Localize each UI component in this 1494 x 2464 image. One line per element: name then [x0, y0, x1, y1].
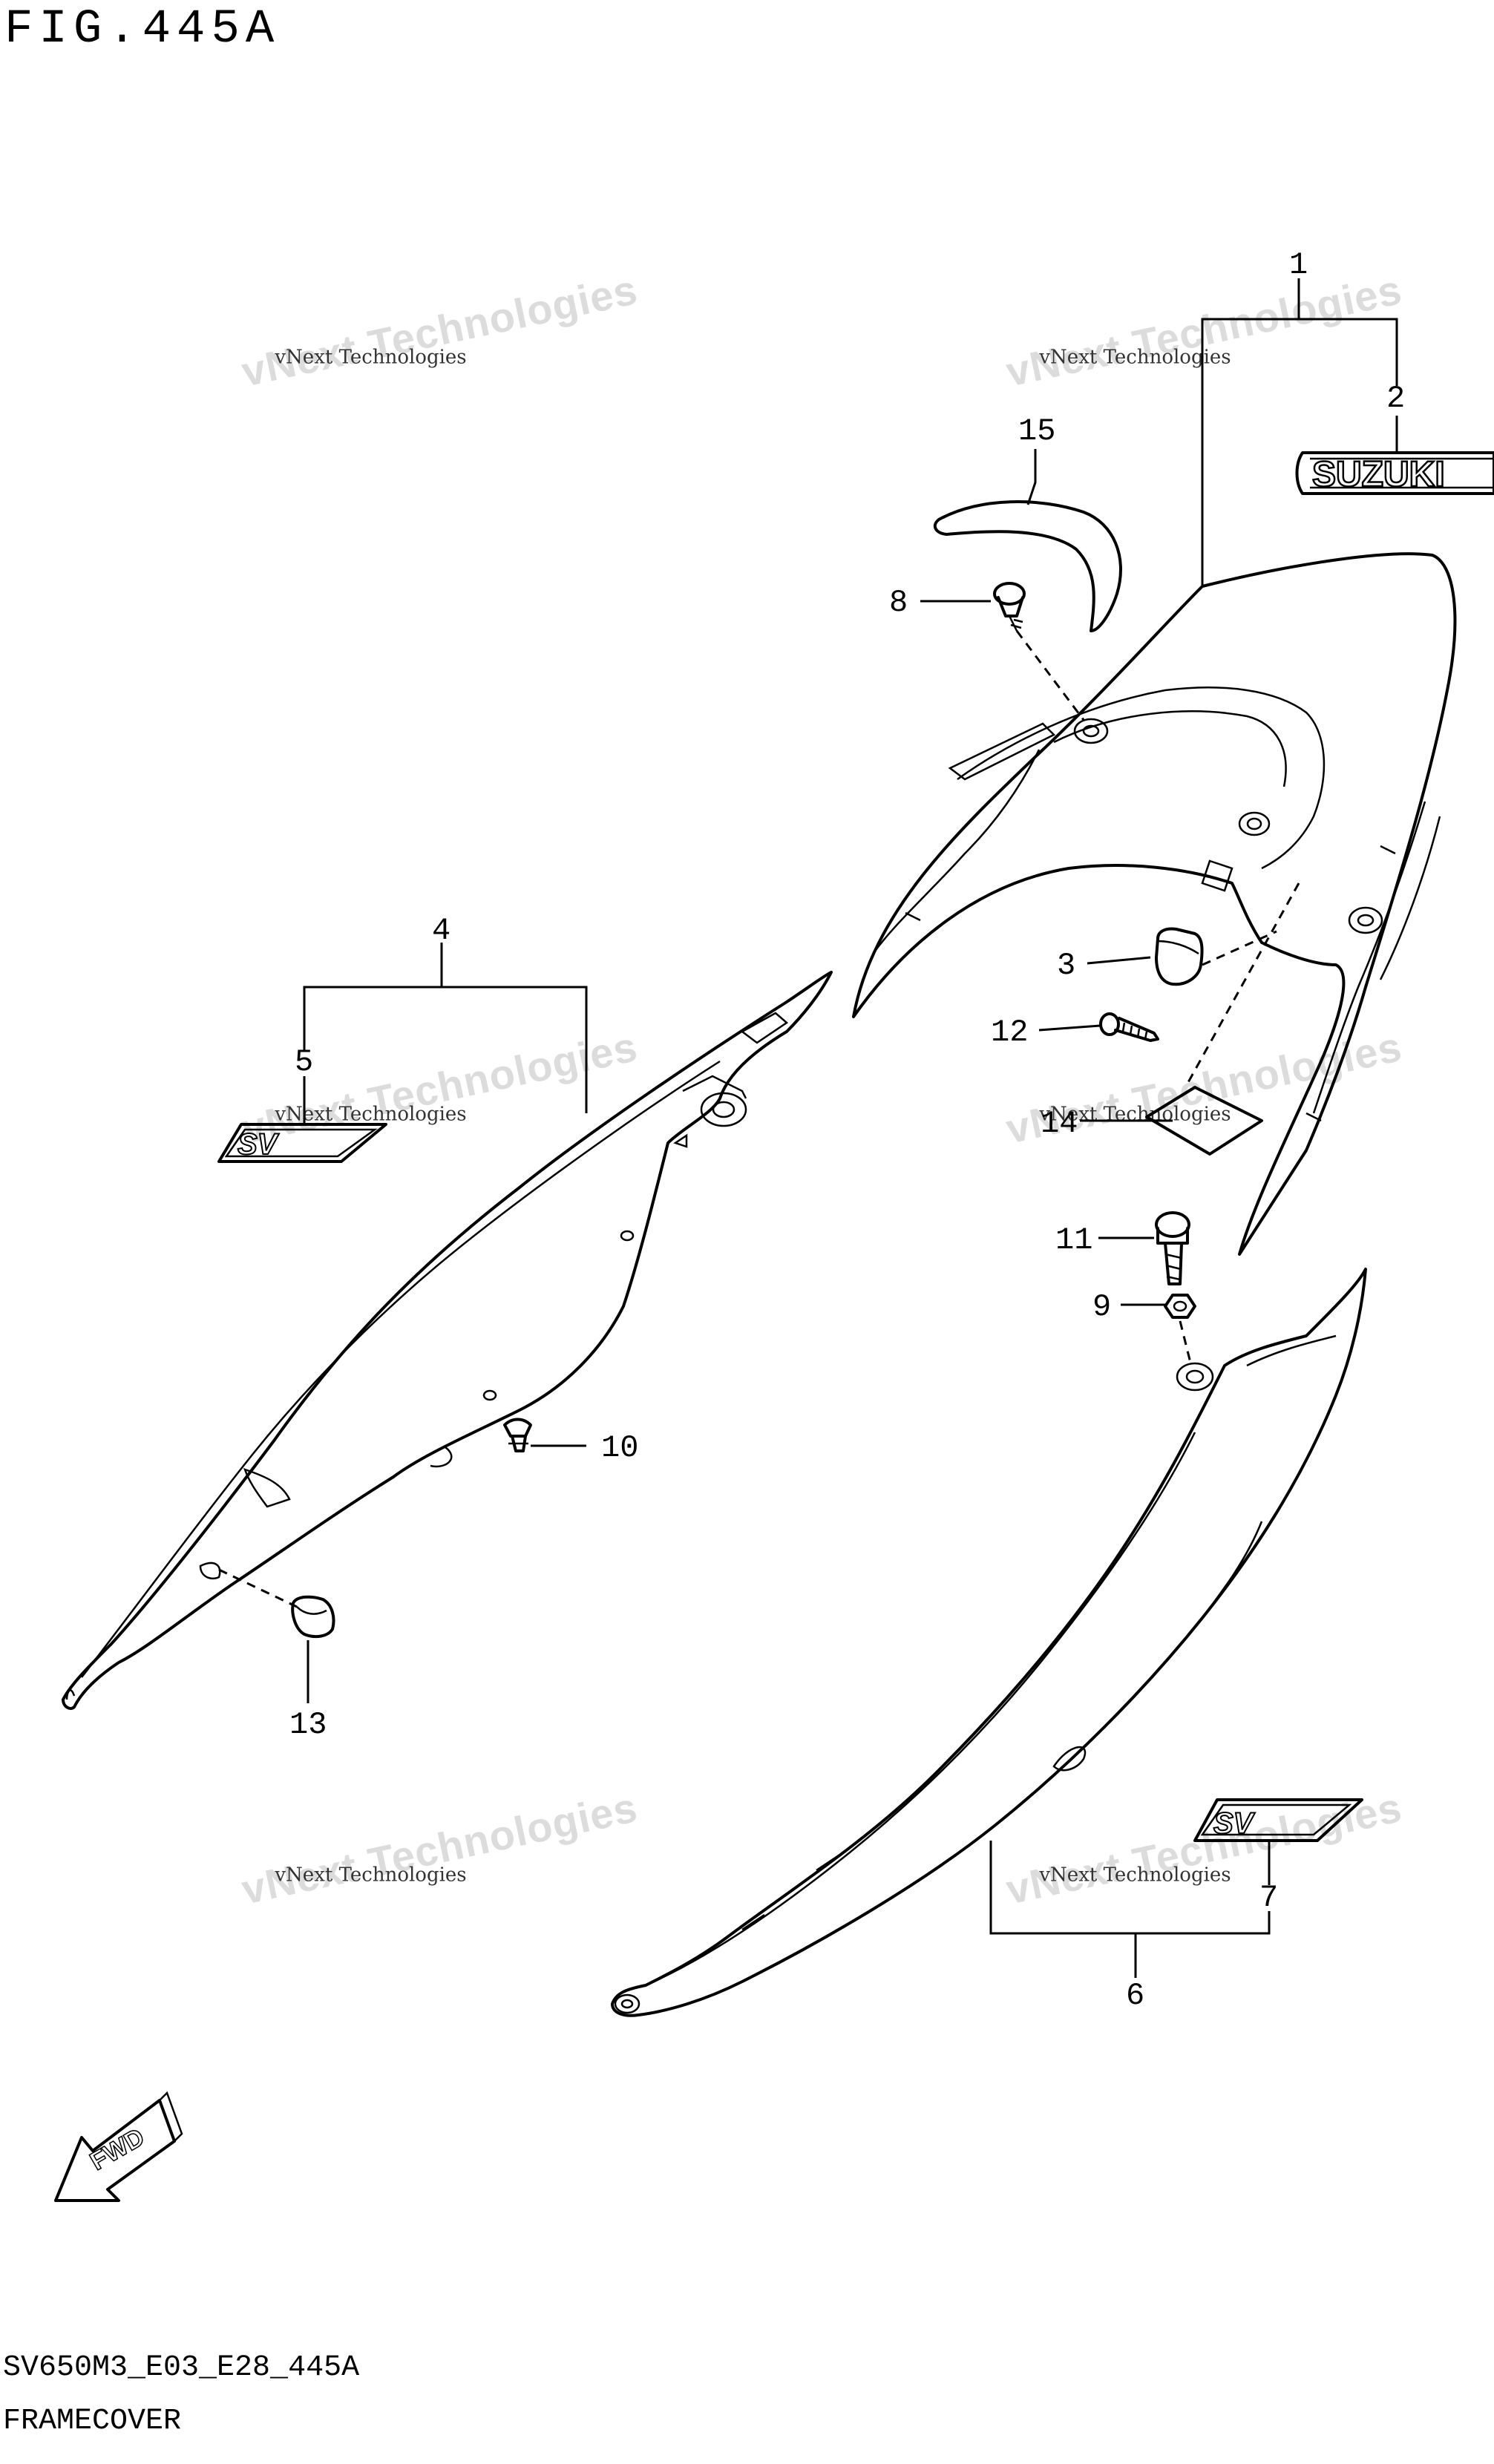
callout-13: 13: [289, 1707, 327, 1743]
frame-cover-left: [62, 971, 833, 1710]
callout-6: 6: [1126, 1978, 1144, 2014]
callout-12: 12: [991, 1015, 1028, 1050]
bolt: [993, 582, 1026, 632]
sv-emblem-small-text: SV: [237, 1128, 280, 1161]
sv-emblem-large-text: SV: [1213, 1807, 1256, 1840]
forward-direction-arrow: FWD: [54, 2091, 183, 2202]
seat-trim-strip: [933, 500, 1122, 632]
figure-title: FIG.445A: [4, 3, 281, 56]
callout-1: 1: [1289, 247, 1308, 283]
callout-3: 3: [1057, 948, 1075, 983]
sv-emblem-large: SV: [1193, 1798, 1363, 1842]
callout-15: 15: [1018, 413, 1055, 449]
callout-4: 4: [432, 913, 451, 948]
cushion-block: [1155, 927, 1204, 986]
push-clip: [503, 1418, 532, 1452]
model-code: SV650M3_E03_E28_445A: [3, 2351, 360, 2385]
cushion-pad: [1145, 1086, 1263, 1156]
callout-9: 9: [1092, 1289, 1111, 1325]
nut: [1164, 1294, 1196, 1319]
frame-cover-right: [611, 1268, 1367, 2017]
sv-emblem-small: SV: [217, 1123, 387, 1163]
callout-2: 2: [1386, 381, 1405, 416]
callout-8: 8: [889, 585, 908, 620]
callout-11: 11: [1055, 1222, 1092, 1258]
callout-numbers: 1 2 3 4 5 6 7 8 9 10 11 12 13 14 15: [289, 247, 1405, 2014]
bolt: [1155, 1211, 1190, 1285]
section-name: FRAMECOVER: [3, 2405, 182, 2438]
suzuki-emblem-text: SUZUKI: [1312, 455, 1445, 494]
callout-14: 14: [1041, 1106, 1078, 1141]
rubber-cushion: [291, 1595, 335, 1639]
rear-tail-cover: [852, 552, 1457, 1256]
tapping-screw: [1099, 1012, 1159, 1042]
callout-7: 7: [1259, 1880, 1278, 1916]
suzuki-emblem: SUZUKI: [1295, 451, 1494, 495]
callout-5: 5: [295, 1044, 313, 1080]
callout-10: 10: [601, 1430, 638, 1466]
leader-lines: [218, 278, 1398, 1978]
